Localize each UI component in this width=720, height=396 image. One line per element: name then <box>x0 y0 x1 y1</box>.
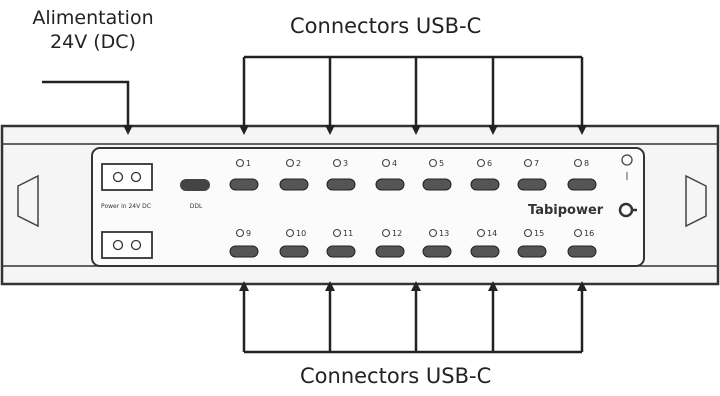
port-led-icon <box>235 158 245 168</box>
top-port-number: 4 <box>392 159 397 168</box>
power-jack-caption: Power in 24V DC <box>101 203 151 210</box>
port-led-icon <box>332 158 342 168</box>
top-port-number: 3 <box>343 159 348 168</box>
top-port-number: 7 <box>534 159 539 168</box>
port-led-icon <box>476 228 486 238</box>
usb-c-ports-top-row: 1 2 3 4 5 6 7 8 <box>229 158 597 191</box>
usb-c-port <box>470 245 500 258</box>
usb-bottom-arrow-bracket <box>239 281 587 354</box>
port-led-icon <box>573 228 583 238</box>
top-port-number: 5 <box>439 159 444 168</box>
usb-connectors-bottom-label: Connectors USB-C <box>300 364 492 388</box>
power-supply-label-line2: 24V (DC) <box>50 31 136 53</box>
usb-c-ports-bottom-row: 9 10 11 12 13 14 15 16 <box>229 228 597 258</box>
tabipower-logo-icon <box>618 202 637 218</box>
usb-c-port <box>375 245 405 258</box>
usb-c-port <box>567 178 597 191</box>
power-supply-label-line1: Alimentation <box>32 7 154 29</box>
top-port-number: 6 <box>487 159 492 168</box>
usb-c-port <box>229 245 259 258</box>
usb-c-port <box>326 245 356 258</box>
top-port-number: 1 <box>246 159 251 168</box>
power-supply-label: Alimentation 24V (DC) <box>8 6 178 54</box>
usb-connectors-top-label: Connectors USB-C <box>290 14 482 38</box>
bottom-port-number: 13 <box>439 229 449 238</box>
right-end-tab-icon <box>685 174 707 228</box>
bottom-port-number: 10 <box>296 229 306 238</box>
power-arrow <box>42 80 133 135</box>
ddl-port-caption: DDL <box>190 203 203 210</box>
usb-c-port <box>422 245 452 258</box>
usb-c-port <box>375 178 405 191</box>
bottom-port-number: 11 <box>343 229 353 238</box>
top-port-number: 2 <box>296 159 301 168</box>
usb-c-port <box>470 178 500 191</box>
ddl-port <box>180 179 210 191</box>
usb-c-port <box>279 178 309 191</box>
port-led-icon <box>476 158 486 168</box>
port-led-icon <box>428 228 438 238</box>
usb-c-port <box>517 178 547 191</box>
bottom-port-number: 14 <box>487 229 497 238</box>
port-led-icon <box>332 228 342 238</box>
status-led-icon <box>621 154 633 166</box>
usb-c-port <box>229 178 259 191</box>
brand-name: Tabipower <box>528 203 604 218</box>
bottom-port-number: 9 <box>246 229 251 238</box>
top-port-number: 8 <box>584 159 589 168</box>
port-led-icon <box>235 228 245 238</box>
usb-top-arrow-bracket <box>239 55 587 135</box>
left-end-tab-icon <box>17 174 39 228</box>
usb-c-port <box>326 178 356 191</box>
port-led-icon <box>523 158 533 168</box>
usb-c-port <box>517 245 547 258</box>
port-led-icon <box>381 158 391 168</box>
port-led-icon <box>523 228 533 238</box>
bottom-port-number: 15 <box>534 229 544 238</box>
bottom-port-number: 16 <box>584 229 594 238</box>
port-led-icon <box>428 158 438 168</box>
bottom-port-number: 12 <box>392 229 402 238</box>
port-led-icon <box>381 228 391 238</box>
port-led-icon <box>285 158 295 168</box>
usb-c-port <box>279 245 309 258</box>
usb-c-port <box>567 245 597 258</box>
usb-c-port <box>422 178 452 191</box>
power-jack-upper <box>101 163 153 191</box>
port-led-icon <box>573 158 583 168</box>
port-led-icon <box>285 228 295 238</box>
power-jack-lower <box>101 231 153 259</box>
